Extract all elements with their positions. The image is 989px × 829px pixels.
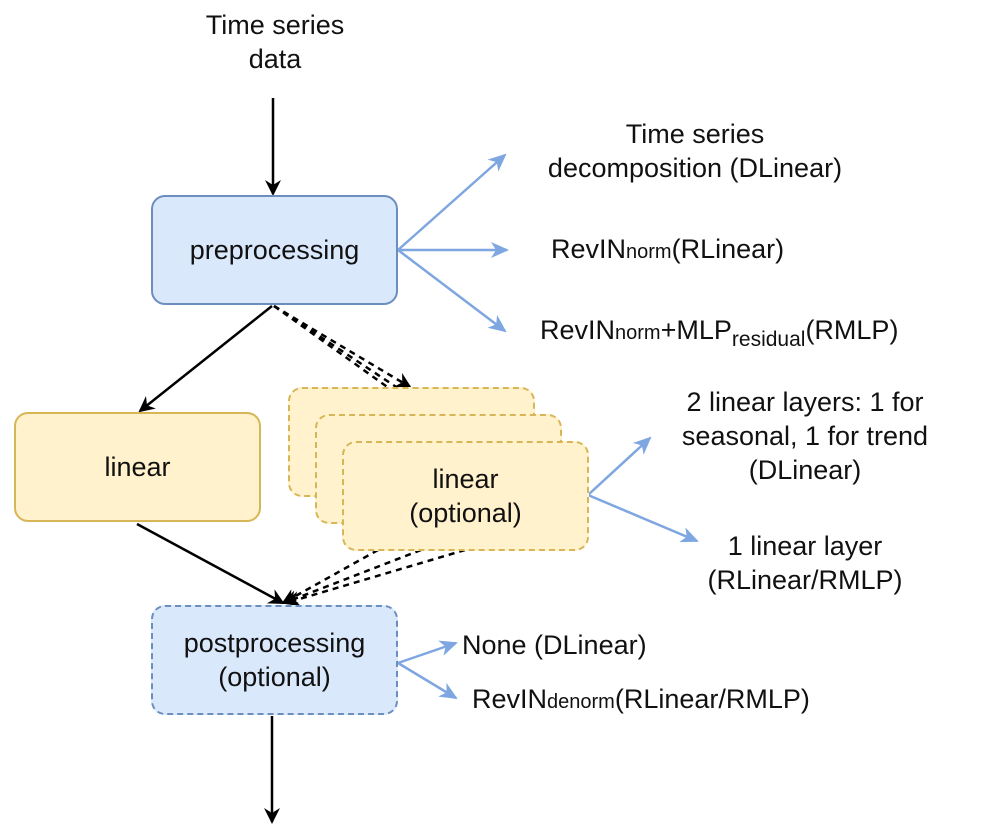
dashed-arrow-from-linear-optional-1 [281,548,379,605]
dashed-arrow-from-linear-optional-3 [284,548,466,607]
option-rmlp-mid: +MLP [660,315,732,345]
option-rmlp: RevINnorm+MLPresidual(RMLP) [540,313,898,357]
option-arrow-rmlp [397,249,507,333]
linear-optional-label-line1: linear [432,464,499,494]
option-arrow-none [397,640,458,665]
option-rmlp-sub2: residual [731,328,806,351]
option-two-linear-layers: 2 linear layers: 1 for seasonal, 1 for t… [640,385,970,487]
option-two-linear-line3: (DLinear) [748,455,862,485]
option-revin-denorm: RevINdenorm(RLinear/RMLP) [472,682,810,719]
preprocessing-box: preprocessing [151,195,398,305]
linear-optional-label-line2: (optional) [409,498,522,528]
postprocessing-box: postprocessing (optional) [151,605,398,715]
option-decomposition: Time series decomposition (DLinear) [495,117,895,185]
linear-label: linear [104,452,171,482]
option-decomposition-line1: Time series [625,119,765,149]
linear-optional-box: linear (optional) [342,441,589,551]
input-label: Time series data [175,8,375,76]
option-two-linear-line1: 2 linear layers: 1 for [686,387,924,417]
option-rmlp-tail: (RMLP) [805,315,899,345]
option-revin-denorm-sub: denorm [547,691,615,713]
option-arrow-two-linear [587,436,652,496]
option-rmlp-sub: norm [615,322,661,344]
option-one-linear-line2: (RLinear/RMLP) [707,565,903,595]
option-two-linear-line2: seasonal, 1 for trend [681,421,929,451]
option-revin-norm-tail: (RLinear) [671,234,785,264]
option-decomposition-line2: decomposition (DLinear) [547,153,843,183]
option-arrow-revin-denorm [397,661,458,700]
option-none-label: None (DLinear) [462,630,647,660]
arrow-preprocessing-to-linear [138,305,273,413]
input-label-line1: Time series [205,10,345,40]
arrow-linear-to-postprocessing [136,522,285,605]
input-label-line2: data [248,44,302,74]
option-revin-norm-base: RevIN [551,234,627,264]
linear-box: linear [14,412,261,522]
dashed-arrow-to-linear-optional-front [273,304,465,443]
dashed-arrow-to-linear-optional-back [273,304,412,389]
option-one-linear-line1: 1 linear layer [727,531,883,561]
option-revin-norm: RevINnorm(RLinear) [551,232,784,269]
dashed-arrow-from-linear-optional-2 [282,548,422,606]
postprocessing-label-line2: (optional) [218,662,331,692]
preprocessing-label: preprocessing [189,235,360,265]
postprocessing-label-line1: postprocessing [183,628,366,658]
option-revin-denorm-tail: (RLinear/RMLP) [614,684,810,714]
option-arrow-one-linear [587,493,699,543]
option-rmlp-base: RevIN [540,315,616,345]
option-arrow-decomposition [397,153,507,251]
option-revin-norm-sub: norm [626,241,672,263]
option-one-linear-layer: 1 linear layer (RLinear/RMLP) [660,529,950,597]
option-revin-denorm-base: RevIN [472,684,548,714]
option-none: None (DLinear) [462,628,647,662]
